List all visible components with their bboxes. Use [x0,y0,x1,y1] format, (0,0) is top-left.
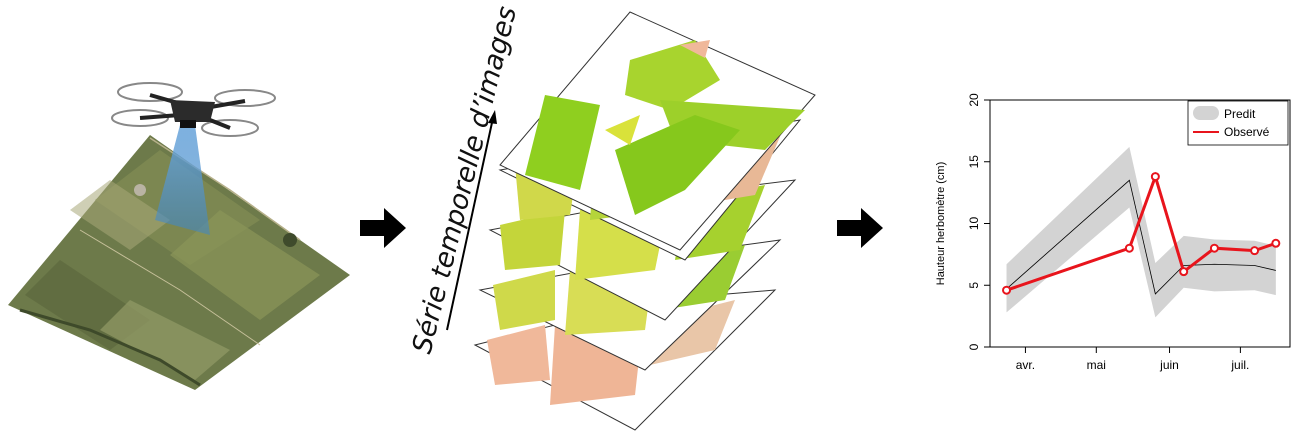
time-arrow [446,117,494,331]
observed-point [1150,172,1160,182]
height-chart: 0 5 10 15 20 avr. mai juin juil. Hauteur herbomèt… [935,93,1291,372]
legend-label-predit: Predit [1224,107,1256,121]
y-tick-label: 20 [967,93,981,107]
image-time-series-stack: Série temporelle d’images [407,3,816,431]
right-arrow-icon [837,208,883,248]
observed-point [1209,243,1219,253]
observed-point [1002,285,1012,295]
legend-label-observe: Observé [1224,125,1270,139]
camera-beam [155,125,210,235]
observed-point [1179,267,1189,277]
time-arrow-head-icon [488,110,497,124]
observed-point [1250,246,1260,256]
y-tick-label: 5 [967,282,981,289]
x-tick-label: mai [1087,358,1106,372]
y-axis-label: Hauteur herbomètre (cm) [935,162,947,286]
observed-point [1271,238,1281,248]
y-tick-label: 0 [967,343,981,350]
predicted-line [1006,179,1276,295]
y-tick-label: 10 [967,217,981,231]
x-tick-label: avr. [1016,358,1035,372]
x-tick-label: juil. [1230,358,1249,372]
y-tick-label: 15 [967,155,981,169]
drone-icon [111,82,276,137]
x-tick-label: juin [1159,358,1179,372]
observed-point [1124,243,1134,253]
image-layer [499,11,816,251]
legend-swatch-predit [1193,106,1219,120]
right-arrow-icon [360,208,406,248]
drone-survey-illustration [8,82,350,390]
